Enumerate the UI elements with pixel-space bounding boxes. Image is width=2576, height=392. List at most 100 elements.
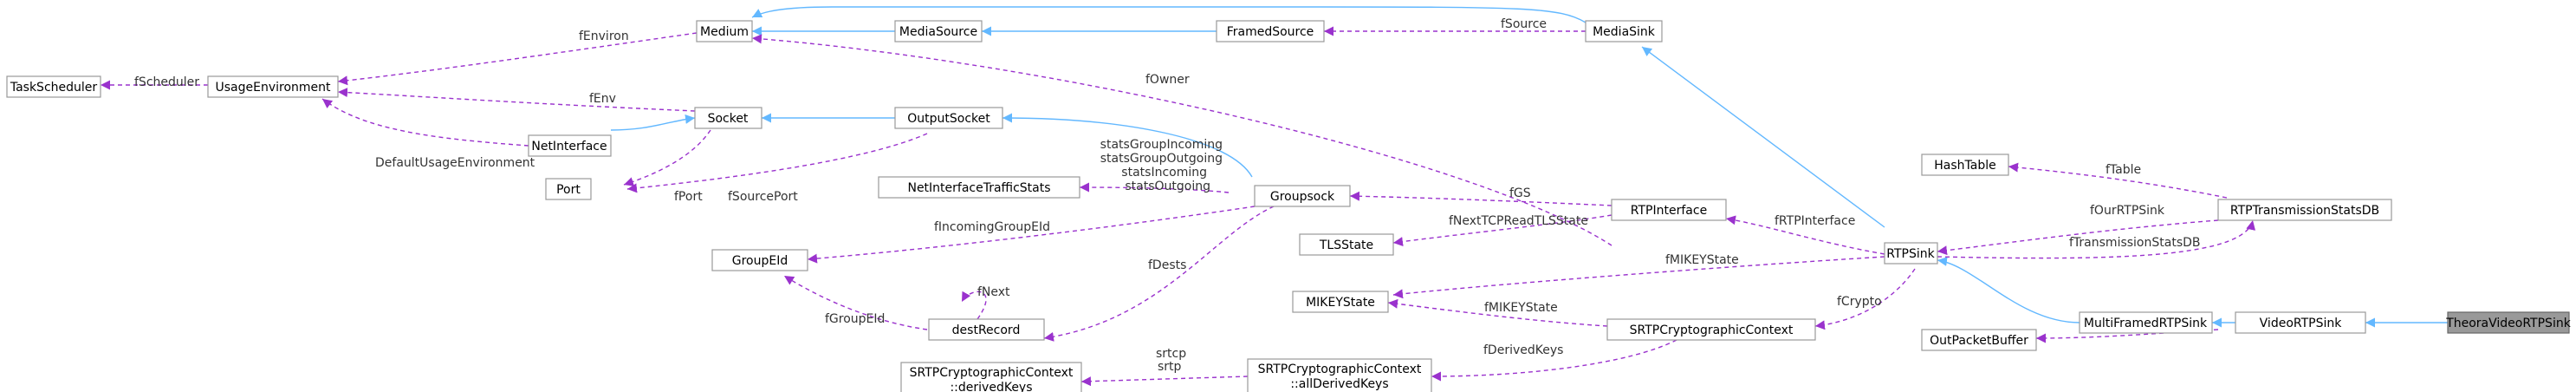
label-fenviron: fEnviron xyxy=(579,29,629,43)
node-rtpsink[interactable]: RTPSink xyxy=(1884,242,1938,265)
node-framedsource[interactable]: FramedSource xyxy=(1216,20,1325,42)
edge-netinterface-socket xyxy=(610,114,696,131)
label-fmikeystate-srtp: fMIKEYState xyxy=(1484,301,1558,315)
node-netinterface[interactable]: NetInterface xyxy=(528,134,612,157)
svg-text:MediaSink: MediaSink xyxy=(1593,25,1656,39)
edge-fmikeystate-rtpsink xyxy=(1392,256,1885,299)
node-groupeid[interactable]: GroupEId xyxy=(711,249,808,271)
edges xyxy=(101,6,2448,387)
svg-text:TaskScheduler: TaskScheduler xyxy=(10,81,98,95)
edge-fowner xyxy=(751,34,1612,246)
edge-mediasink-medium xyxy=(751,6,1586,23)
label-defaultusageenvironment: DefaultUsageEnvironment xyxy=(375,156,535,170)
label-ftable: fTable xyxy=(2106,163,2141,177)
edge-ftable xyxy=(2008,162,2228,199)
svg-text:MediaSource: MediaSource xyxy=(899,25,977,39)
svg-text:FramedSource: FramedSource xyxy=(1227,25,1314,39)
svg-text:Medium: Medium xyxy=(700,25,749,39)
node-theoravideortpsink[interactable]: TheoraVideoRTPSink xyxy=(2445,311,2572,334)
svg-text:OutputSocket: OutputSocket xyxy=(907,112,990,126)
svg-text:RTPSink: RTPSink xyxy=(1886,247,1935,261)
edge-fincominggroupeid xyxy=(807,206,1256,264)
label-fderivedkeys: fDerivedKeys xyxy=(1483,343,1563,357)
label-fgroupeid: fGroupEId xyxy=(825,312,885,326)
edge-labels: fEnviron fScheduler fSource fOwner fEnv … xyxy=(134,17,2201,374)
node-tlsstate[interactable]: TLSState xyxy=(1299,233,1394,256)
edge-fenv xyxy=(337,88,696,112)
label-fnexttcpreadtlsstate: fNextTCPReadTLSState xyxy=(1449,214,1588,228)
label-fsourceport: fSourcePort xyxy=(728,190,798,204)
node-destrecord[interactable]: destRecord xyxy=(928,318,1045,341)
svg-text:NetInterfaceTrafficStats: NetInterfaceTrafficStats xyxy=(907,181,1050,195)
node-outpacketbuffer[interactable]: OutPacketBuffer xyxy=(1921,329,2037,351)
edge-srtcp-srtp xyxy=(1080,376,1249,387)
label-fmikeystate-rtpsink: fMIKEYState xyxy=(1665,253,1739,267)
svg-text:SRTPCryptographicContext: SRTPCryptographicContext xyxy=(1258,363,1422,376)
edge-fderivedkeys xyxy=(1431,339,1677,382)
label-srtp: srtp xyxy=(1158,360,1182,374)
edge-multiframed-rtpsink xyxy=(1937,257,2080,323)
node-rtpinterface[interactable]: RTPInterface xyxy=(1611,199,1727,221)
edge-fgroupeid xyxy=(783,275,928,330)
node-multiframedrtpsink[interactable]: MultiFramedRTPSink xyxy=(2079,311,2213,334)
svg-text:TheoraVideoRTPSink: TheoraVideoRTPSink xyxy=(2445,317,2572,330)
edge-defaultusageenv xyxy=(321,98,529,147)
label-fdests: fDests xyxy=(1148,258,1186,272)
svg-text:VideoRTPSink: VideoRTPSink xyxy=(2260,317,2343,330)
edge-fnexttcpreadtlsstate xyxy=(1392,214,1612,247)
node-socket[interactable]: Socket xyxy=(694,107,762,129)
svg-text:::allDerivedKeys: ::allDerivedKeys xyxy=(1290,377,1388,391)
node-hashtable[interactable]: HashTable xyxy=(1921,154,2009,176)
svg-text:Port: Port xyxy=(556,183,581,197)
edge-fcrypto xyxy=(1814,268,1916,330)
svg-text:::derivedKeys: ::derivedKeys xyxy=(950,381,1032,392)
node-netinterfacetrafficstats[interactable]: NetInterfaceTrafficStats xyxy=(878,176,1080,199)
svg-text:OutPacketBuffer: OutPacketBuffer xyxy=(1930,334,2028,348)
svg-text:UsageEnvironment: UsageEnvironment xyxy=(215,81,331,95)
node-outputsocket[interactable]: OutputSocket xyxy=(894,107,1003,129)
label-statsgroupoutgoing: statsGroupOutgoing xyxy=(1100,152,1223,166)
edge-fdests xyxy=(1043,206,1275,342)
node-rtptransmissionstatsdb[interactable]: RTPTransmissionStatsDB xyxy=(2217,199,2392,221)
label-statsincoming: statsIncoming xyxy=(1121,166,1207,180)
svg-text:RTPTransmissionStatsDB: RTPTransmissionStatsDB xyxy=(2230,204,2379,218)
svg-text:TLSState: TLSState xyxy=(1319,238,1373,252)
node-srtp-derivedkeys[interactable]: SRTPCryptographicContext ::derivedKeys xyxy=(900,362,1082,392)
edge-fenviron xyxy=(337,32,698,86)
node-medium[interactable]: Medium xyxy=(696,20,753,42)
svg-text:GroupEId: GroupEId xyxy=(732,254,788,268)
edge-fsourceport xyxy=(626,133,928,193)
svg-text:HashTable: HashTable xyxy=(1934,159,1995,173)
nodes: TaskScheduler UsageEnvironment Medium Me… xyxy=(6,20,2572,392)
node-taskscheduler[interactable]: TaskScheduler xyxy=(6,75,101,98)
edge-fourrtpsink xyxy=(1937,219,2219,256)
node-usageenvironment[interactable]: UsageEnvironment xyxy=(207,75,339,98)
node-mikeystate[interactable]: MIKEYState xyxy=(1292,291,1389,313)
svg-text:MIKEYState: MIKEYState xyxy=(1306,296,1375,310)
edge-fport xyxy=(623,129,711,186)
svg-text:destRecord: destRecord xyxy=(952,323,1021,337)
label-fscheduler: fScheduler xyxy=(134,75,199,89)
node-mediasink[interactable]: MediaSink xyxy=(1585,20,1663,42)
node-groupsock[interactable]: Groupsock xyxy=(1254,185,1351,207)
label-srtcp: srtcp xyxy=(1156,347,1186,361)
svg-text:RTPInterface: RTPInterface xyxy=(1631,204,1707,218)
edge-rtpsink-mediasink xyxy=(1641,46,1885,228)
label-statsoutgoing: statsOutgoing xyxy=(1125,180,1210,193)
label-fcrypto: fCrypto xyxy=(1837,295,1882,309)
label-fincominggroupeid: fIncomingGroupEId xyxy=(934,220,1050,234)
label-fowner: fOwner xyxy=(1145,73,1190,87)
node-srtp-allderivedkeys[interactable]: SRTPCryptographicContext ::allDerivedKey… xyxy=(1247,358,1432,392)
svg-text:SRTPCryptographicContext: SRTPCryptographicContext xyxy=(910,366,1074,380)
label-fgs: fGS xyxy=(1509,186,1531,200)
node-srtpcryptographiccontext[interactable]: SRTPCryptographicContext xyxy=(1606,318,1816,341)
label-fnext: fNext xyxy=(977,285,1010,299)
label-fenv: fEnv xyxy=(589,92,616,106)
label-ftransmissionstatsdb: fTransmissionStatsDB xyxy=(2069,236,2201,250)
node-videortpsink[interactable]: VideoRTPSink xyxy=(2235,311,2366,334)
node-port[interactable]: Port xyxy=(545,178,592,200)
edge-fnext xyxy=(961,291,987,320)
node-mediasource[interactable]: MediaSource xyxy=(894,20,983,42)
edge-statsgroup xyxy=(1079,182,1230,193)
